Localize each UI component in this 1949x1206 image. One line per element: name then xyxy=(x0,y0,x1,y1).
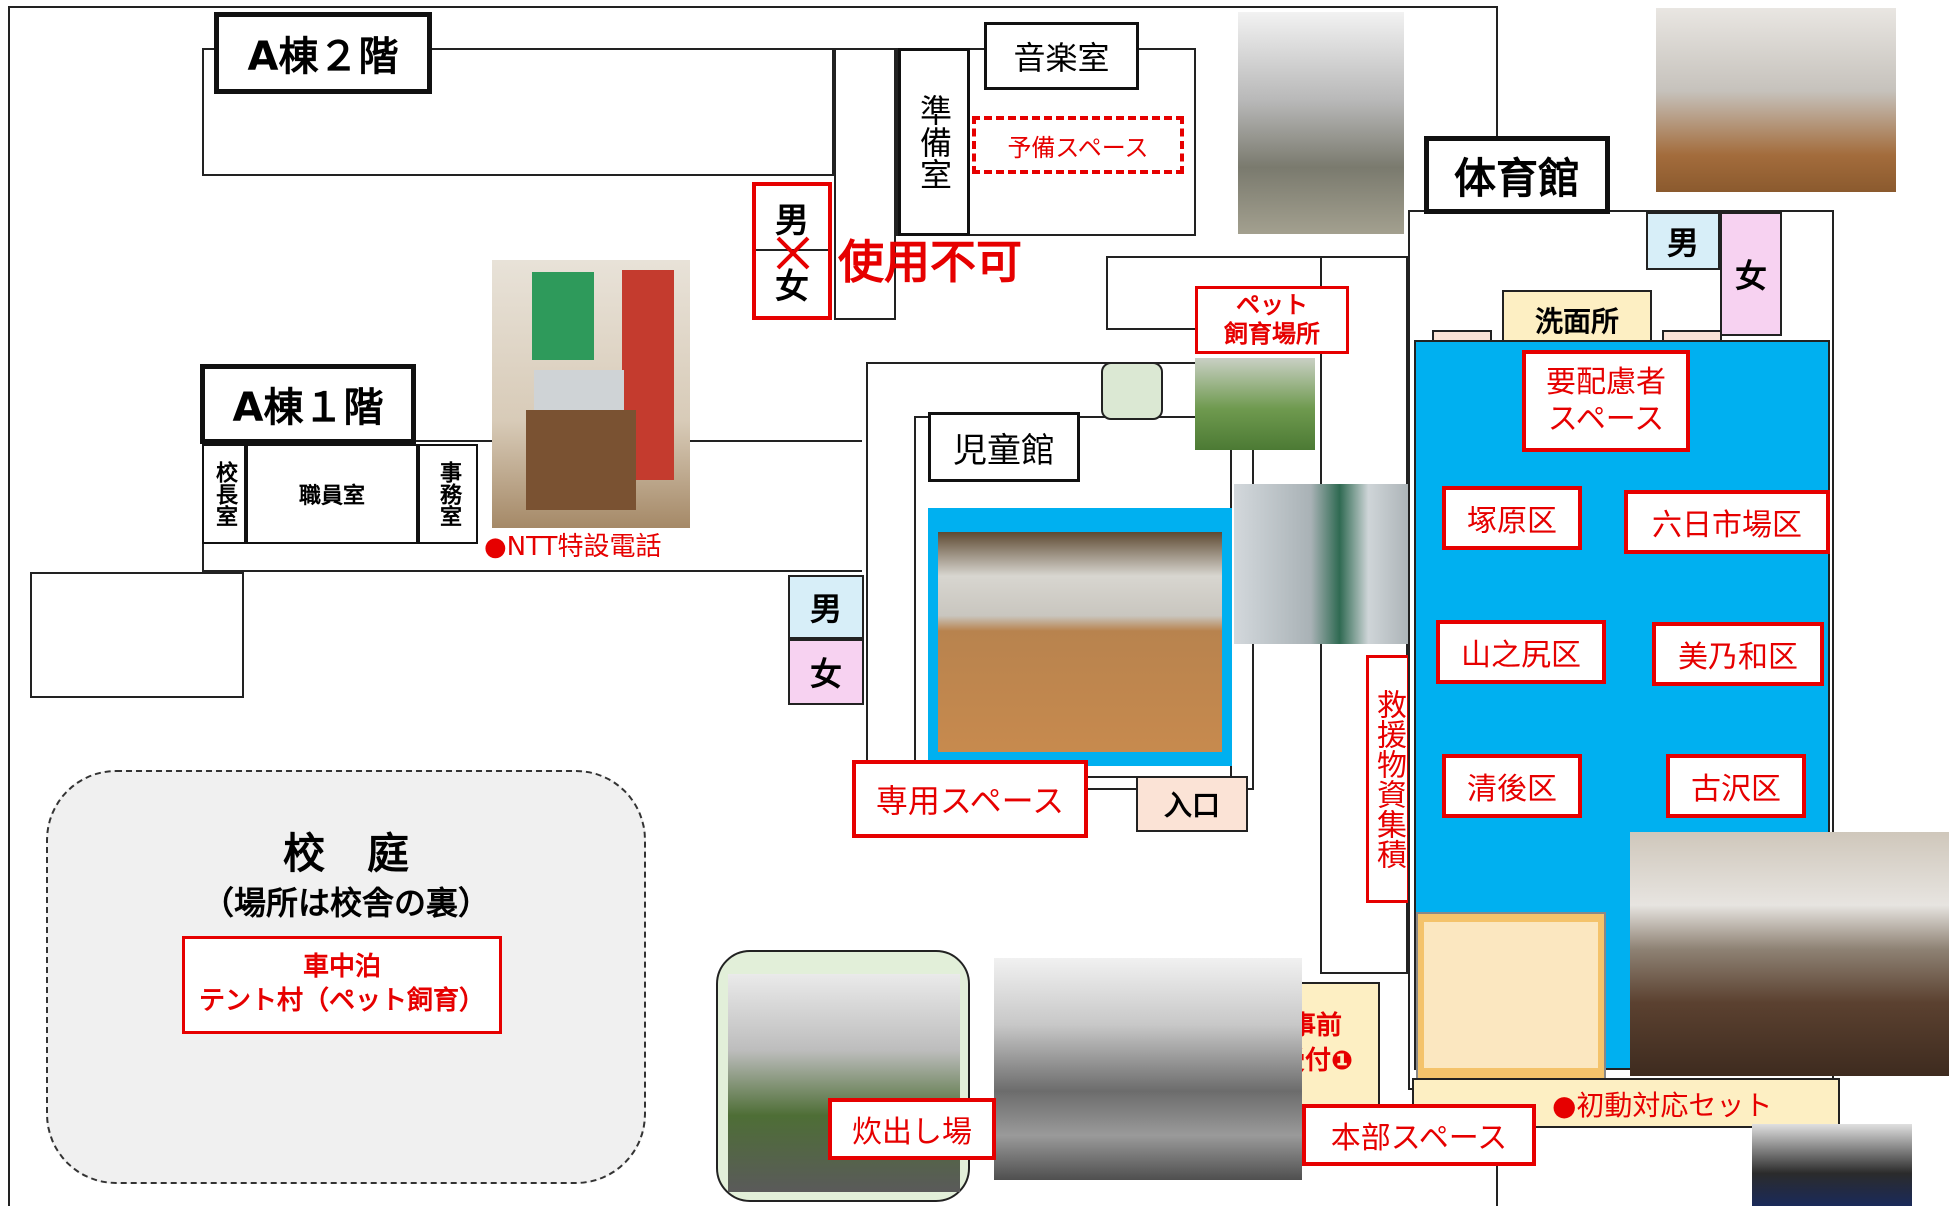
cross-icon xyxy=(776,236,810,270)
a2-stair-wing xyxy=(834,48,896,320)
unusable-toilet: 男 女 xyxy=(752,182,832,320)
pet-area-photo xyxy=(1195,358,1315,450)
toilet-male-children: 男 xyxy=(788,575,864,639)
pet-area: ペット 飼育場所 xyxy=(1195,286,1349,354)
a1-title: A棟１階 xyxy=(200,364,416,444)
staff-room: 職員室 xyxy=(246,444,418,544)
area-minowa: 美乃和区 xyxy=(1652,622,1824,686)
planter xyxy=(1101,362,1163,420)
relief-supplies: 救援物資集積 xyxy=(1366,655,1410,903)
female-label: 女 xyxy=(775,267,809,307)
area-seigo: 清後区 xyxy=(1442,754,1582,818)
principal-room: 校長室 xyxy=(202,444,246,544)
prep-room: 準備室 xyxy=(898,48,970,236)
music-room: 音楽室 xyxy=(984,22,1139,90)
initial-set-label: ●初動対応セット xyxy=(1552,1089,1773,1122)
area-tsukahara: 塚原区 xyxy=(1442,486,1582,550)
toilet-female-children: 女 xyxy=(788,639,864,705)
children-hall-photo xyxy=(938,532,1222,752)
phone-sign xyxy=(532,272,594,360)
area-furusawa: 古沢区 xyxy=(1666,754,1806,818)
children-hall-floor xyxy=(928,508,1232,766)
entrance: 入口 xyxy=(1136,776,1248,832)
area-muika: 六日市場区 xyxy=(1624,490,1830,554)
hq-space: 本部スペース xyxy=(1302,1104,1536,1166)
care-space: 要配慮者 スペース xyxy=(1522,350,1690,452)
toilet-female-gym: 女 xyxy=(1720,212,1782,336)
initial-set-photo xyxy=(1752,1124,1912,1206)
dedicated-space: 専用スペース xyxy=(852,760,1088,838)
courtyard-subtitle: （場所は校舎の裏） xyxy=(201,884,490,922)
reserve-space: 予備スペース xyxy=(972,116,1184,174)
car-tent-village: 車中泊 テント村（ペット飼育） xyxy=(182,936,502,1034)
phone-device xyxy=(534,370,624,410)
area-yamanoshiri: 山之尻区 xyxy=(1436,620,1606,684)
corridor-photo-1 xyxy=(1238,12,1404,234)
desk xyxy=(526,410,636,510)
thumbnail-inner xyxy=(1424,922,1598,1068)
toilet-male-gym: 男 xyxy=(1646,212,1720,270)
washroom-photo xyxy=(1656,8,1896,192)
ntt-phone-label: ●NTT特設電話 xyxy=(484,532,662,562)
courtyard-title: 校 庭 xyxy=(282,828,409,878)
corridor-photo-2 xyxy=(1234,484,1426,644)
gym-interior-photo xyxy=(1630,832,1949,1076)
entrance-photo xyxy=(994,958,1302,1180)
cooking-label: 炊出し場 xyxy=(828,1098,996,1160)
gym-title: 体育館 xyxy=(1424,136,1610,214)
unusable-label: 使用不可 xyxy=(838,235,1022,289)
children-hall: 児童館 xyxy=(928,412,1080,482)
cooking-area xyxy=(716,950,970,1202)
ntt-phone-photo xyxy=(492,260,690,528)
office-room: 事務室 xyxy=(418,444,478,544)
annex-block xyxy=(30,572,244,698)
a2-title: A棟２階 xyxy=(214,12,432,94)
gym-layout-thumbnail xyxy=(1416,912,1606,1080)
